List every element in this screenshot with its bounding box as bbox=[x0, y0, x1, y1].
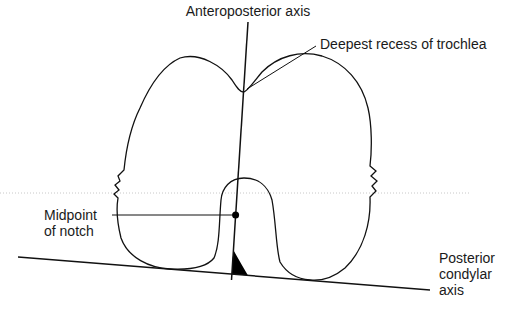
part-label: Anteroposterior axis bbox=[186, 3, 311, 19]
leader-line bbox=[112, 215, 235, 216]
posterior-condylar-axis-line bbox=[18, 257, 430, 290]
part-label: Midpoint of notch bbox=[44, 207, 110, 239]
notch-midpoint-dot bbox=[232, 212, 239, 219]
reference-dotted-line bbox=[0, 193, 470, 194]
part-label: Deepest recess of trochlea bbox=[320, 36, 487, 52]
femur-outline bbox=[114, 54, 377, 280]
angle-marker bbox=[232, 250, 248, 275]
leader-line bbox=[247, 46, 316, 89]
anteroposterior-axis-line bbox=[232, 22, 249, 280]
part-label: Posterior condylar axis bbox=[439, 250, 511, 298]
